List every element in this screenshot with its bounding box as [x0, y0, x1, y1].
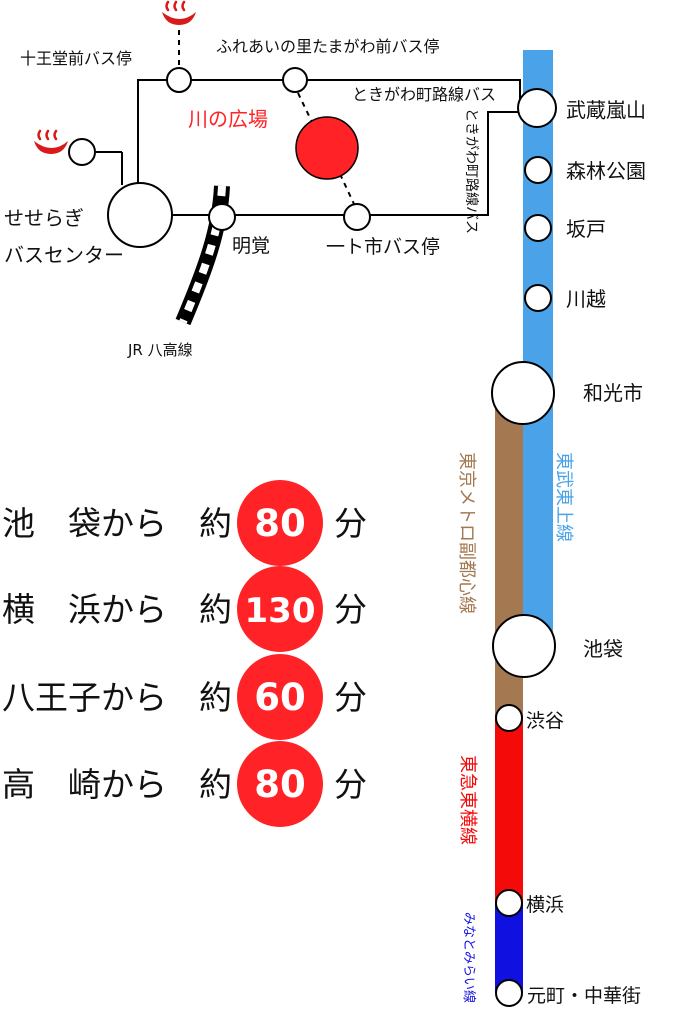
juodo-bus-stop-label: 十王堂前バス停	[20, 49, 132, 68]
river-plaza-label: 川の広場	[188, 107, 268, 131]
travel-minutes: 60	[254, 676, 306, 719]
spa-stop	[68, 138, 96, 166]
travel-minutes-badge	[237, 566, 323, 652]
travel-origin: 高 崎から	[2, 765, 167, 804]
station-ikebukuro	[492, 614, 556, 678]
center-label-line2: バスセンター	[4, 243, 124, 267]
fureai-bus-stop-label: ふれあいの里たまがわ前バス停	[216, 37, 440, 56]
station-musashi-ranzan	[517, 88, 557, 128]
ikebukuro-label: 池袋	[583, 637, 623, 661]
travel-minutes-badge	[237, 480, 323, 566]
toyoko-line-label: 東急東横線	[457, 755, 478, 845]
bus-route-label-top: ときがわ町路線バス	[352, 85, 496, 104]
myokaku-station	[208, 203, 236, 231]
motomachi-label: 元町・中華街	[527, 985, 641, 1007]
travel-prefix: 約	[199, 678, 232, 717]
road-lower	[170, 111, 520, 216]
travel-minutes: 130	[245, 591, 316, 631]
ichinoichi-bus-stop	[343, 203, 371, 231]
myokaku-label: 明覚	[232, 235, 270, 257]
travel-unit: 分	[334, 678, 367, 717]
juodo-bus-stop	[166, 67, 192, 93]
station-shibuya	[495, 704, 523, 732]
shinrin-koen-label: 森林公園	[566, 159, 646, 183]
center-label-line1: せせらぎ	[4, 206, 84, 230]
local-stops	[68, 67, 371, 248]
fureai-bus-stop	[282, 67, 308, 93]
path-plaza-ichi	[339, 173, 355, 205]
path-fureai-plaza	[297, 92, 313, 123]
hot-spring-icon	[34, 129, 68, 154]
travel-minutes: 80	[254, 502, 306, 545]
station-shinrin-koen	[524, 156, 552, 184]
travel-prefix: 約	[199, 765, 232, 804]
travel-origin: 八王子から	[2, 678, 167, 717]
travel-minutes-badge	[237, 741, 323, 827]
travel-minutes-badge	[237, 654, 323, 740]
travel-origin: 池 袋から	[2, 504, 167, 543]
kawagoe-label: 川越	[566, 287, 606, 311]
river-plaza-marker	[295, 116, 359, 180]
road-loop	[137, 79, 521, 190]
tobu-line-label: 東武東上線	[553, 452, 574, 542]
tobu-tojo-line	[523, 50, 553, 645]
shibuya-label: 渋谷	[526, 710, 564, 732]
wakoshi-label: 和光市	[583, 381, 643, 405]
musashi-ranzan-label: 武蔵嵐山	[566, 98, 646, 122]
seseragi-bus-center	[107, 182, 173, 248]
sakado-label: 坂戸	[566, 217, 606, 241]
station-wakoshi	[491, 361, 555, 425]
travel-unit: 分	[334, 504, 367, 543]
yokohama-label: 横浜	[526, 894, 564, 916]
travel-minutes: 80	[254, 763, 306, 806]
travel-prefix: 約	[199, 590, 232, 629]
bus-route-label-side: ときがわ町路線バス	[463, 108, 479, 234]
minatomirai-line	[495, 903, 523, 993]
footpaths	[178, 30, 355, 205]
travel-origin: 横 浜から	[2, 590, 167, 629]
jr-hachiko-line	[175, 185, 230, 326]
rail-stations	[491, 88, 557, 1007]
minatomirai-line-label: みなとみらい線	[461, 912, 477, 1003]
toyoko-line	[495, 715, 523, 905]
ichinoichi-bus-stop-label: 一ト市バス停	[326, 236, 440, 258]
travel-unit: 分	[334, 590, 367, 629]
travel-prefix: 約	[199, 504, 232, 543]
hot-spring-icon	[162, 0, 196, 25]
station-motomachi	[495, 979, 523, 1007]
travel-unit: 分	[334, 765, 367, 804]
station-sakado	[524, 214, 552, 242]
station-yokohama	[495, 889, 523, 917]
fukutoshin-line-label: 東京メトロ副都心線	[456, 452, 477, 614]
local-roads	[96, 79, 521, 216]
jr-hachiko-label: JR 八高線	[127, 341, 193, 359]
rail-lines	[495, 50, 553, 993]
station-kawagoe	[524, 284, 552, 312]
